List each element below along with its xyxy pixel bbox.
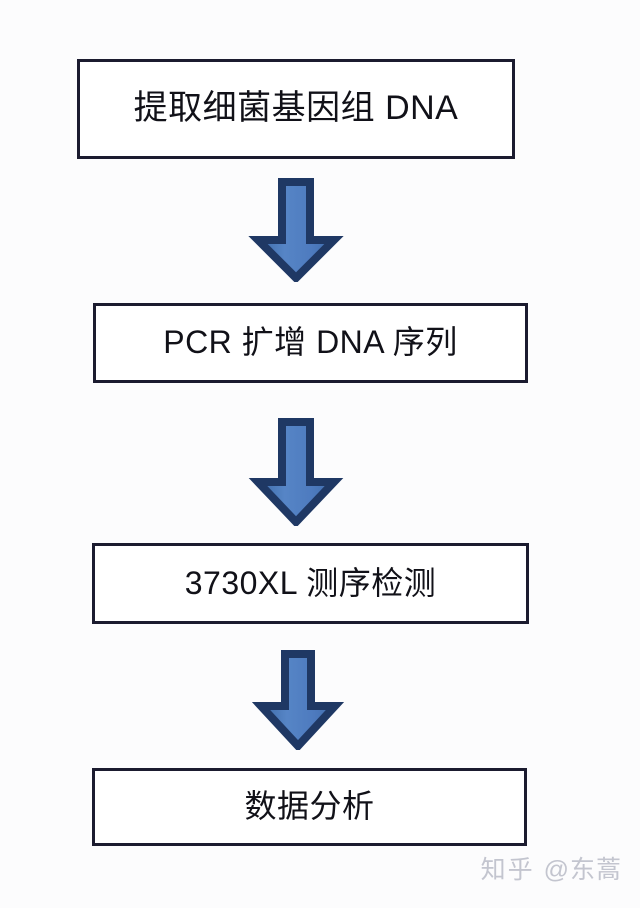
down-arrow-icon [248, 418, 344, 526]
flowchart-node-step-2: PCR 扩增 DNA 序列 [93, 303, 528, 383]
flowchart-node-step-4: 数据分析 [92, 768, 527, 846]
flowchart-node-label: 数据分析 [244, 788, 375, 825]
watermark-handle: @东蒿 [543, 856, 622, 884]
watermark: 知乎 @东蒿 [481, 850, 622, 886]
down-arrow-icon [252, 650, 344, 750]
flowchart-node-step-3: 3730XL 测序检测 [92, 543, 529, 624]
watermark-site-name: 知乎 [480, 856, 535, 884]
flowchart-node-label: 提取细菌基因组 DNA [133, 89, 459, 128]
flowchart-node-label: 3730XL 测序检测 [184, 564, 437, 601]
flowchart-node-label: PCR 扩增 DNA 序列 [163, 324, 458, 361]
flowchart-node-step-1: 提取细菌基因组 DNA [77, 59, 515, 159]
down-arrow-icon [248, 178, 344, 282]
